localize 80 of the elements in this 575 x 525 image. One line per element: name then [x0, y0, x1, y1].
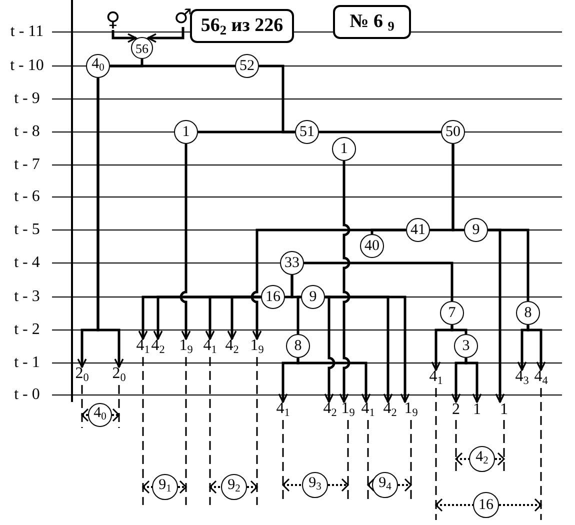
arrow — [227, 296, 261, 340]
leaf-label: 1$_{9}$ — [342, 402, 354, 418]
number-circle: 16 — [473, 492, 499, 518]
time-label: t - 1 — [13, 355, 41, 371]
arrow — [96, 78, 124, 368]
number-circle: 9$_{3}$ — [302, 472, 328, 498]
arrow — [112, 30, 137, 43]
number-circle: 3 — [454, 334, 478, 358]
title-box: № 6 $_{9}$ — [333, 5, 411, 39]
time-label: t - 3 — [13, 289, 41, 305]
arrow — [324, 296, 336, 403]
number-circle: 9$_{4}$ — [372, 472, 398, 498]
leaf-label: 4$_{1}$ — [136, 339, 150, 355]
leaf-label: 4$_{2}$ — [226, 339, 238, 355]
time-label: t - 7 — [13, 157, 41, 173]
leaf-label: 1$_{9}$ — [404, 402, 418, 418]
lineage-line — [296, 296, 301, 334]
leaf-label: 4$_{1}$ — [362, 402, 374, 418]
number-circle: 52 — [235, 54, 259, 78]
lineage-line — [488, 228, 530, 301]
arrow — [325, 296, 410, 403]
time-label: t - 9 — [13, 91, 41, 107]
leaf-label: 4$_{3}$ — [516, 370, 528, 386]
leaf-label: 1 — [499, 402, 509, 418]
lineage-line — [430, 144, 454, 232]
gender-symbol: ♂ — [173, 5, 193, 27]
number-circle: 16 — [261, 285, 285, 309]
number-circle: 4$_{2}$ — [469, 446, 495, 472]
time-label: t - 8 — [13, 124, 41, 140]
arrow — [526, 325, 546, 371]
time-label: t - 5 — [13, 222, 41, 238]
lineage-line — [110, 64, 235, 68]
number-circle: 33 — [280, 251, 304, 275]
number-circle: 4$_{0}$ — [88, 403, 112, 427]
time-label: t - 10 — [9, 58, 45, 74]
lineage-line — [198, 130, 295, 134]
number-circle: 50 — [441, 120, 465, 144]
leaf-label: 4$_{1}$ — [204, 339, 216, 355]
arrow — [296, 358, 371, 403]
leaf-label: 4$_{2}$ — [384, 402, 396, 418]
number-circle: 8 — [286, 334, 310, 358]
number-circle: 4$_{0}$ — [86, 54, 110, 78]
number-circle: 9 — [301, 285, 325, 309]
leaf-label: 4$_{1}$ — [430, 370, 442, 386]
leaf-label: 2 — [451, 402, 461, 418]
number-circle: 7 — [440, 301, 464, 325]
number-circle: 9 — [464, 218, 488, 242]
time-label: t - 2 — [13, 322, 41, 338]
number-circle: 9$_{1}$ — [152, 474, 178, 500]
lineage-line — [304, 262, 454, 301]
time-label: t - 4 — [13, 255, 41, 271]
number-circle: 41 — [406, 218, 430, 242]
leaf-label: 1 — [472, 402, 482, 418]
leaf-label: 4$_{2}$ — [152, 339, 164, 355]
time-label: t - 0 — [13, 387, 41, 403]
number-circle: 51 — [295, 120, 319, 144]
leaf-label: 4$_{2}$ — [324, 402, 336, 418]
lineage-line — [450, 325, 468, 334]
number-circle: 56 — [131, 37, 153, 59]
arrow — [180, 144, 191, 340]
number-circle: 8 — [516, 301, 540, 325]
number-circle: 9$_{2}$ — [221, 474, 247, 500]
leaf-label: 2$_{0}$ — [112, 367, 126, 383]
arrow — [250, 228, 406, 340]
arrow — [464, 358, 482, 403]
gender-symbol: ♀ — [105, 8, 121, 30]
title-box: 56$_{2}$ из 226 — [190, 9, 294, 43]
time-label: t - 6 — [13, 189, 41, 205]
lineage-line — [319, 130, 441, 134]
leaf-label: 1$_{9}$ — [250, 339, 264, 355]
number-circle: 40 — [360, 234, 384, 258]
time-label: t - 11 — [9, 24, 45, 40]
arrow — [147, 27, 184, 43]
arrow — [339, 161, 350, 403]
leaf-label: 4$_{4}$ — [534, 370, 548, 386]
number-circle: 1 — [332, 137, 356, 161]
number-circle: 1 — [174, 120, 198, 144]
leaf-label: 4$_{1}$ — [276, 402, 290, 418]
leaf-label: 1$_{9}$ — [180, 339, 192, 355]
leaf-label: 2$_{0}$ — [75, 367, 89, 383]
